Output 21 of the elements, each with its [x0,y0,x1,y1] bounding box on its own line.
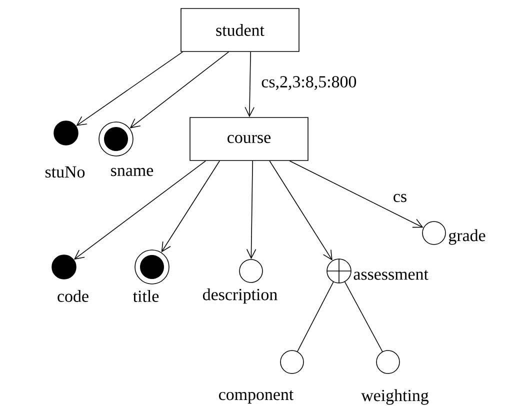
edge-label: cs [392,192,408,204]
node-label: description [202,288,278,304]
node-label: component [219,390,294,404]
node-label: grade [448,229,486,245]
arrow [244,52,254,118]
arrow [269,160,332,261]
arrow [76,52,183,126]
entity-box: student [180,8,300,52]
arrow [289,160,424,228]
edge-label: cs,2,3:8,5:800 [260,75,358,91]
node-label: assessment [354,270,428,280]
node-label: stuNo [45,166,85,178]
arrow [130,52,229,128]
arrow [246,160,256,260]
entity-box: course [190,117,308,161]
node-label: sname [111,168,154,176]
node-label: code [58,290,88,302]
arrow [74,160,206,260]
arrow [161,160,220,252]
node-label: weighting [361,389,429,405]
node-label: title [133,290,159,302]
